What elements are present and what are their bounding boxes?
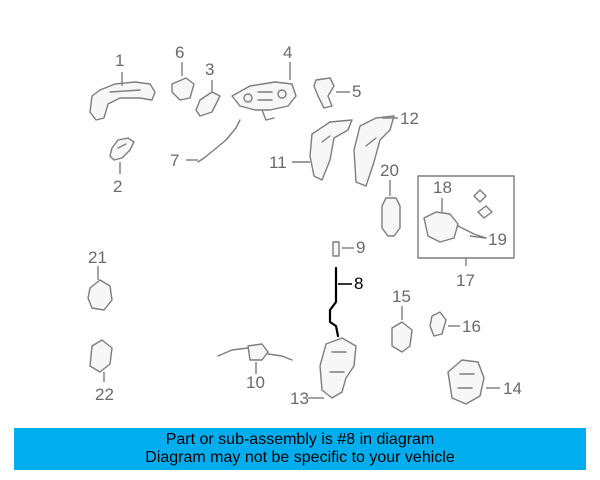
- callout-4: 4: [283, 43, 292, 62]
- part-6-bracket: [171, 62, 195, 101]
- part-2-inside-handle: [109, 137, 135, 174]
- callout-19: 19: [488, 230, 507, 249]
- part-5-clip: [313, 77, 350, 109]
- callout-8: 8: [354, 274, 363, 293]
- part-22-hinge: [89, 339, 113, 382]
- part-8-rod: [328, 266, 352, 338]
- banner-line-2: Diagram may not be specific to your vehi…: [145, 449, 455, 466]
- callout-1: 1: [115, 51, 124, 70]
- callout-16: 16: [462, 317, 481, 336]
- part-3-gasket: [195, 80, 221, 117]
- group-17-lock-cylinder: [417, 175, 515, 266]
- callout-20: 20: [380, 161, 399, 180]
- part-9-pin: [332, 241, 354, 257]
- callout-22: 22: [95, 385, 114, 404]
- callout-12: 12: [400, 109, 419, 128]
- part-14-latch-assembly: [447, 359, 500, 405]
- part-16-bracket: [429, 311, 460, 337]
- callout-10: 10: [246, 373, 265, 392]
- callout-9: 9: [356, 238, 365, 257]
- part-11-trim-bracket: [292, 119, 353, 181]
- part-13-latch: [308, 337, 357, 399]
- callout-3: 3: [205, 60, 214, 79]
- part-7-cable: [186, 119, 241, 163]
- part-20-key: [381, 180, 401, 237]
- callout-6: 6: [175, 43, 184, 62]
- info-banner: Part or sub-assembly is #8 in diagram Di…: [14, 428, 586, 470]
- callout-5: 5: [352, 82, 361, 101]
- part-15-bracket: [391, 306, 413, 353]
- part-1-outside-handle: [89, 72, 156, 121]
- callout-21: 21: [88, 248, 107, 267]
- callout-14: 14: [503, 379, 522, 398]
- part-12-trim-bracket: [353, 115, 398, 187]
- callout-17: 17: [456, 271, 475, 290]
- part-10-actuator: [217, 343, 293, 374]
- callout-13: 13: [290, 389, 309, 408]
- part-4-handle-carrier: [231, 62, 297, 121]
- callout-18: 18: [433, 178, 452, 197]
- callout-7: 7: [170, 151, 179, 170]
- part-21-hinge: [87, 266, 113, 311]
- callout-15: 15: [392, 287, 411, 306]
- banner-line-1: Part or sub-assembly is #8 in diagram: [165, 431, 435, 448]
- callout-2: 2: [113, 177, 122, 196]
- callout-11: 11: [269, 153, 287, 172]
